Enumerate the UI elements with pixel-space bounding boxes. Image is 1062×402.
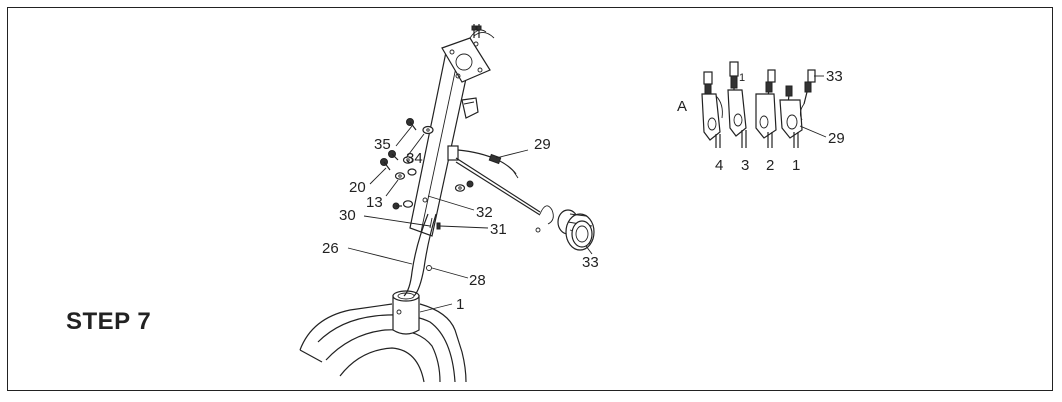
connector-3: [727, 61, 747, 148]
detail-a-callout-1-top: 1: [739, 72, 745, 84]
callout-13: 13: [366, 194, 383, 211]
part-29-cable: [447, 145, 541, 216]
detail-a-label: A: [677, 98, 687, 115]
connector-2: [755, 69, 777, 148]
callout-33: 33: [582, 254, 599, 271]
callout-26: 26: [322, 240, 339, 257]
callout-34: 34: [406, 150, 423, 167]
callout-29: 29: [534, 136, 551, 153]
connector-number-3: 3: [741, 157, 749, 174]
base-frame-housing: [299, 303, 467, 383]
part-33-knob: [535, 205, 595, 251]
part-1-socket: [392, 290, 420, 335]
connector-1: [779, 85, 803, 148]
callout-1: 1: [456, 296, 464, 313]
detail-a-labels: A 33 29 1 4 3 2 1: [677, 68, 845, 174]
connector-4: [701, 71, 723, 148]
callout-32: 32: [476, 204, 493, 221]
callout-20: 20: [349, 179, 366, 196]
callout-35: 35: [374, 136, 391, 153]
connector-33-plug: [799, 69, 816, 121]
main-callouts: 35 34 20 13 29 30 32 31 26 28 1 33: [322, 136, 599, 313]
callout-30: 30: [339, 207, 356, 224]
connector-number-1: 1: [792, 157, 800, 174]
tube-bracket: [461, 97, 479, 119]
connector-number-2: 2: [766, 157, 774, 174]
detail-a-callout-33: 33: [826, 68, 843, 85]
detail-a-callout-29: 29: [828, 130, 845, 147]
hardware-bolts-washers: [380, 118, 474, 210]
detail-a-connectors: [701, 61, 816, 148]
callout-31: 31: [490, 221, 507, 238]
diagram-frame: [7, 7, 1053, 391]
connector-number-4: 4: [715, 157, 723, 174]
top-mounting-plate: [441, 24, 495, 83]
wire-harness: [403, 213, 441, 297]
detail-a-leaders: [799, 75, 827, 138]
step-title: STEP 7: [66, 308, 152, 335]
callout-28: 28: [469, 272, 486, 289]
leader-lines: [347, 125, 593, 313]
